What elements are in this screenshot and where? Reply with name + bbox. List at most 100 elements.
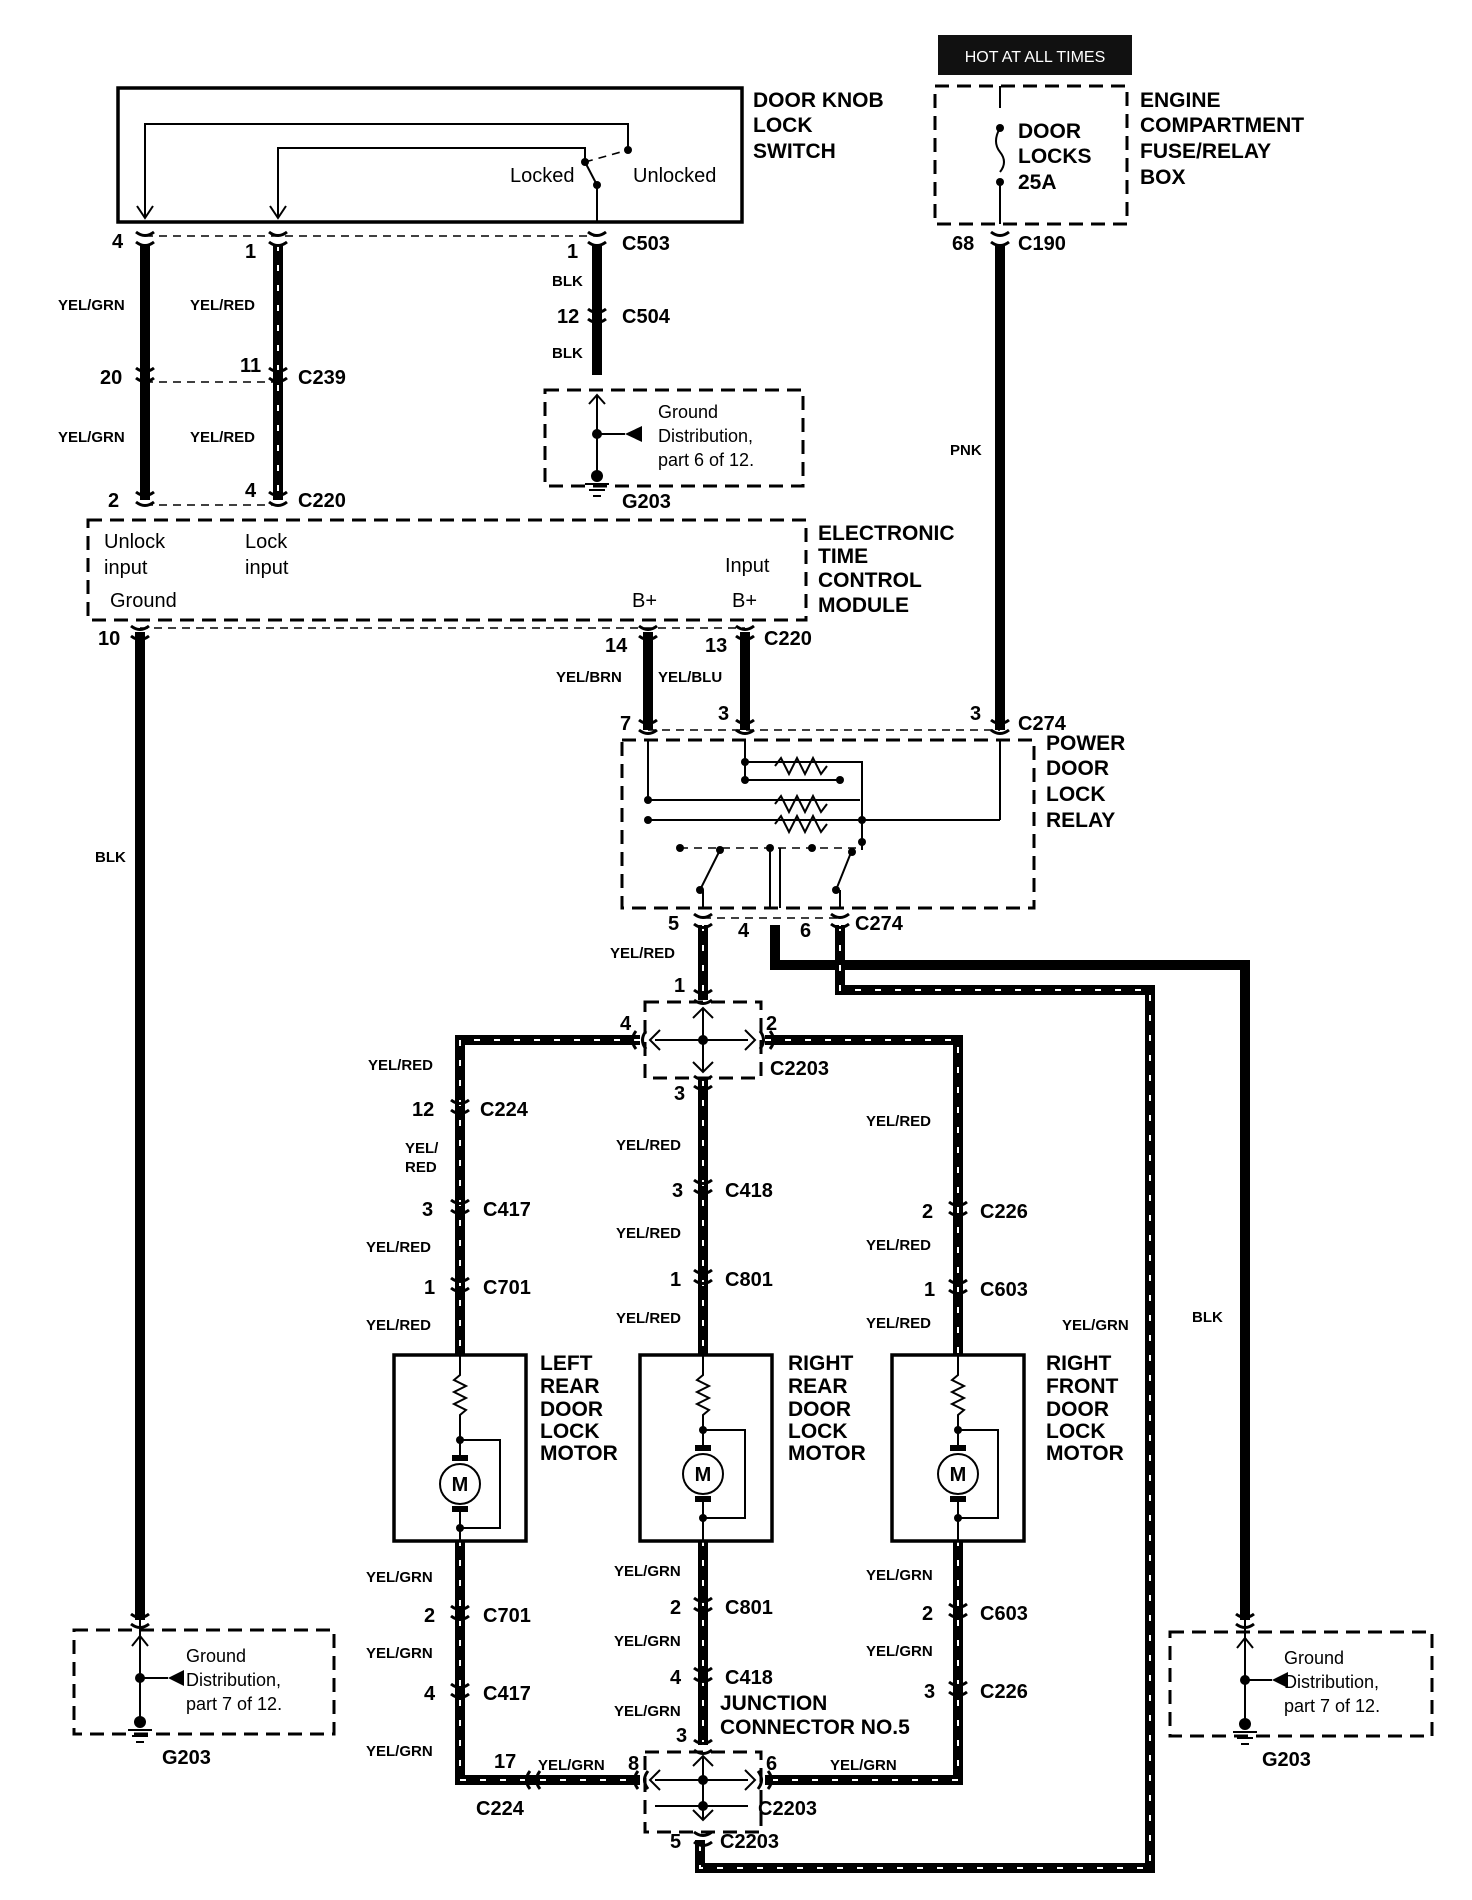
wire-yelred-right-bus	[765, 1035, 963, 1355]
pin-5: 5	[668, 913, 679, 935]
label-components-ground-g203-left-text-lines-2: part 7 of 12.	[186, 1694, 282, 1714]
switch-name-2: LOCK	[753, 114, 813, 137]
wire-label-yelgrn-1: YEL/GRN	[58, 297, 125, 314]
pin-1-junction: 1	[674, 975, 685, 997]
label-wires-w-yelred-r2: YEL/RED	[866, 1237, 931, 1254]
label-wires-w-yelgrn-long: YEL/GRN	[1062, 1317, 1129, 1334]
label-components-motor-rr-name-lines-1: REAR	[788, 1375, 848, 1398]
connector-c503: C503	[622, 233, 670, 255]
label-connectors-c801-bot: C801	[725, 1597, 773, 1619]
label-wires-w-yelred-m3: YEL/RED	[616, 1310, 681, 1327]
door-knob-lock-switch: Locked Unlocked DOOR KNOB LOCK SWITCH	[116, 86, 884, 224]
label-pins-p4-c417: 4	[424, 1683, 436, 1705]
connector-c224-top: C224	[480, 1099, 529, 1121]
label-components-motor-lr-name-lines-2: DOOR	[540, 1398, 603, 1421]
label-connectors-c418-bot: C418	[725, 1667, 773, 1689]
label-wires-w-yelgrn-r1: YEL/GRN	[866, 1567, 933, 1584]
pin-12-c224: 12	[412, 1099, 434, 1121]
hot-label-box	[938, 35, 1132, 75]
label-components-motor-rr-name-lines-2: DOOR	[788, 1398, 851, 1421]
ground-g203-left: Ground Distribution, part 7 of 12. G203	[72, 1612, 336, 1769]
wire-blk-relay-out	[770, 925, 1250, 1620]
pin-2-c220: 2	[108, 490, 119, 512]
label-pins-p17: 17	[494, 1751, 516, 1773]
ground-g203-right: Ground Distribution, part 7 of 12. G203	[1168, 1612, 1434, 1771]
pin-14: 14	[605, 635, 628, 657]
label-wires-w-yelgrn-r2: YEL/GRN	[866, 1643, 933, 1660]
label-pins-p1-c603: 1	[924, 1279, 935, 1301]
pin-11: 11	[240, 355, 261, 377]
label-pins-p3-jb: 3	[676, 1725, 687, 1747]
label-pins-p1-c701: 1	[424, 1277, 435, 1299]
label-components-fuse-box-name-lines-3: BOX	[1140, 166, 1186, 189]
label-components-relay-name-lines-0: POWER	[1046, 732, 1125, 755]
label-connectors-c701-top: C701	[483, 1277, 531, 1299]
connector-c220-mid: C220	[764, 628, 812, 650]
label-connectors-c603-bot: C603	[980, 1603, 1028, 1625]
pin-10: 10	[98, 628, 120, 650]
label-components-motor-rr-name-lines-4: MOTOR	[788, 1442, 866, 1465]
label-wires-w-yelred-l4: YEL/RED	[366, 1317, 431, 1334]
label-components-motor-rf-name-lines-0: RIGHT	[1046, 1352, 1112, 1375]
connector-c504: C504	[622, 306, 671, 328]
pin-20: 20	[100, 367, 122, 389]
wire-label-pnk: PNK	[950, 442, 982, 459]
label-components-etcm-name-lines-1: TIME	[818, 545, 868, 568]
label-wires-w-yelgrn-l2: YEL/GRN	[366, 1645, 433, 1662]
label-components-motor-rf-name-lines-4: MOTOR	[1046, 1442, 1124, 1465]
label-components-etcm-name-lines-0: ELECTRONIC	[818, 522, 955, 545]
pin-4-junction: 4	[620, 1013, 632, 1035]
left-rear-door-lock-motor: M LEFT REAR DOOR LOCK MOTOR	[392, 1352, 618, 1543]
label-pins-p8: 8	[628, 1753, 639, 1775]
pin-4-relay: 4	[738, 920, 750, 942]
connector-c2203-top: C2203	[770, 1058, 829, 1080]
connector-c274-top: C274	[1018, 713, 1067, 735]
label-pins-p2-c701: 2	[424, 1605, 435, 1627]
pin-1-c503: 1	[567, 241, 578, 263]
label-components-relay-name-lines-1: DOOR	[1046, 757, 1109, 780]
label-wires-w-yelgrn-l1: YEL/GRN	[366, 1569, 433, 1586]
label-connectors-c417-top: C417	[483, 1199, 531, 1221]
wire-label-blk-2: BLK	[552, 345, 583, 362]
label-components-etcm-lock-input-1: input	[245, 557, 289, 579]
right-rear-door-lock-motor: M RIGHT REAR DOOR LOCK MOTOR	[638, 1352, 866, 1543]
label-wires-w-yelgrn-m2: YEL/GRN	[614, 1633, 681, 1650]
wire-label-yelred-2: YEL/RED	[190, 429, 255, 446]
label-wires-w-yelred-l3: YEL/RED	[366, 1239, 431, 1256]
label-wires-w-yelred-l1: YEL/RED	[368, 1057, 433, 1074]
label-pins-p6-jb: 6	[766, 1753, 777, 1775]
label-pins-p2-c603: 2	[922, 1603, 933, 1625]
connector-c239: C239	[298, 367, 346, 389]
label-connectors-c701-bot: C701	[483, 1605, 531, 1627]
electronic-time-control-module: Unlock input Lock input Input Ground B+ …	[86, 518, 955, 622]
label-connectors-c2203-bot2: C2203	[720, 1831, 779, 1853]
label-pins-p5-jb: 5	[670, 1831, 681, 1853]
label-components-ground-g203-right-text-lines-1: Distribution,	[1284, 1672, 1379, 1692]
wire-label-yelred-relay: YEL/RED	[610, 945, 675, 962]
wire-yelgrn-relay-out	[695, 925, 1155, 1873]
connector-c220-top: C220	[298, 490, 346, 512]
label-components-motor-rr-name-lines-3: LOCK	[788, 1420, 848, 1443]
pin-12-c504: 12	[557, 306, 579, 328]
label-components-motor-rr-symbol: M	[695, 1464, 712, 1486]
power-door-lock-relay: POWER DOOR LOCK RELAY	[620, 732, 1125, 910]
label-components-junction-name-lines-1: CONNECTOR NO.5	[720, 1716, 910, 1739]
label-components-motor-rf-name-lines-1: FRONT	[1046, 1375, 1118, 1398]
label-components-fuse-box-fuse-lines-2: 25A	[1018, 171, 1057, 194]
label-connectors-c226-bot: C226	[980, 1681, 1028, 1703]
label-components-fuse-box-fuse-lines-1: LOCKS	[1018, 145, 1092, 168]
pin-7: 7	[620, 713, 631, 735]
label-wires-w-yelred-m2: YEL/RED	[616, 1225, 681, 1242]
pin-1-switch: 1	[245, 241, 256, 263]
pin-2-junction: 2	[766, 1013, 777, 1035]
label-components-motor-lr-name-lines-1: REAR	[540, 1375, 600, 1398]
label-connectors-c2203-bot: C2203	[758, 1798, 817, 1820]
label-components-fuse-box-name-lines-0: ENGINE	[1140, 89, 1221, 112]
label-components-etcm-b-plus-2: B+	[732, 590, 757, 612]
label-components-etcm-unlock-input-1: input	[104, 557, 148, 579]
switch-locked-label: Locked	[510, 165, 575, 187]
label-components-motor-rf-symbol: M	[950, 1464, 967, 1486]
label-components-motor-lr-name-lines-4: MOTOR	[540, 1442, 618, 1465]
pin-3-relay: 3	[718, 703, 729, 725]
pin-3-junction: 3	[674, 1083, 685, 1105]
